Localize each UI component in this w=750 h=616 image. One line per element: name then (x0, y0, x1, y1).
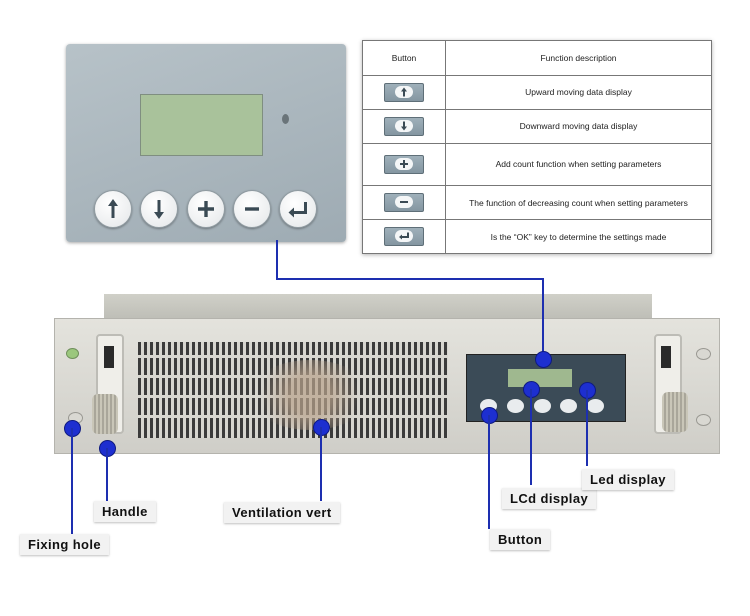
table-row: The function of decreasing count when se… (362, 185, 712, 221)
zoom-minus-button[interactable] (233, 190, 271, 228)
table-row: Add count function when setting paramete… (362, 142, 712, 187)
button-icon-cell (384, 154, 424, 174)
label-handle: Handle (94, 501, 156, 522)
table-row: Upward moving data display (362, 74, 712, 110)
unit-down-button[interactable] (507, 399, 524, 413)
table-cell-icon (362, 219, 446, 254)
right-fixing-hole-bottom (696, 414, 711, 426)
right-handle-slot (661, 346, 671, 368)
unit-minus-button[interactable] (560, 399, 577, 413)
callout-line (488, 415, 490, 529)
table-header-row: Button Function description (362, 40, 712, 76)
callout-line (542, 278, 544, 362)
button-icon-cell (384, 227, 424, 247)
row-description: The function of decreasing count when se… (445, 185, 712, 221)
zoom-plus-button[interactable] (187, 190, 225, 228)
enter-icon (399, 232, 409, 240)
callout-line (71, 428, 73, 534)
callout-line (586, 390, 588, 466)
button-function-table: Button Function description Upward movin… (362, 40, 712, 254)
zoom-up-button[interactable] (94, 190, 132, 228)
callout-line (106, 448, 108, 502)
row-description: Add count function when setting paramete… (445, 142, 712, 187)
table-cell-icon (362, 74, 446, 110)
table-cell-icon (362, 108, 446, 144)
button-icon-cell (384, 193, 424, 213)
plus-icon (400, 159, 408, 168)
enter-icon (288, 202, 307, 218)
arrow-up-icon (401, 87, 407, 97)
zoom-enter-button[interactable] (279, 190, 317, 228)
zoom-down-button[interactable] (140, 190, 178, 228)
minus-icon (400, 201, 408, 204)
table-cell-icon (362, 185, 446, 221)
header-description: Function description (445, 40, 712, 76)
button-icon-cell (384, 82, 424, 102)
arrow-down-icon (154, 200, 164, 219)
vent-divider (138, 355, 448, 358)
callout-line (530, 389, 532, 485)
row-description: Upward moving data display (445, 74, 712, 110)
arrow-down-icon (401, 121, 407, 131)
unit-lcd-screen (508, 369, 572, 387)
label-button: Button (490, 529, 551, 550)
minus-icon (245, 207, 259, 211)
zoom-led-indicator (282, 114, 289, 124)
table-row: Is the “OK” key to determine the setting… (362, 219, 712, 254)
callout-line (320, 427, 322, 501)
callout-line (276, 278, 544, 280)
plus-icon (198, 201, 214, 217)
right-thumb-screw[interactable] (662, 392, 688, 432)
label-led-display: Led display (582, 469, 674, 490)
unit-enter-button[interactable] (587, 399, 604, 413)
table-row: Downward moving data display (362, 108, 712, 144)
table-cell-icon (362, 142, 446, 187)
arrow-up-icon (108, 199, 118, 218)
zoomed-control-panel (66, 44, 346, 242)
left-handle-slot (104, 346, 114, 368)
row-description: Is the “OK” key to determine the setting… (445, 219, 712, 254)
callout-line (276, 240, 278, 280)
row-description: Downward moving data display (445, 108, 712, 144)
left-thumb-screw[interactable] (92, 394, 118, 434)
green-indicator (66, 348, 79, 359)
callout-dot-panel (535, 351, 552, 368)
label-lcd-display: LCd display (502, 488, 597, 509)
zoom-lcd-screen (140, 94, 263, 156)
button-icon-cell (384, 116, 424, 136)
unit-plus-button[interactable] (534, 399, 551, 413)
label-ventilation: Ventilation vert (224, 502, 340, 523)
right-fixing-hole-top (696, 348, 711, 360)
internal-fan (250, 360, 370, 430)
unit-top-cover (104, 294, 652, 320)
header-button: Button (362, 40, 446, 76)
label-fixing-hole: Fixing hole (20, 534, 110, 555)
